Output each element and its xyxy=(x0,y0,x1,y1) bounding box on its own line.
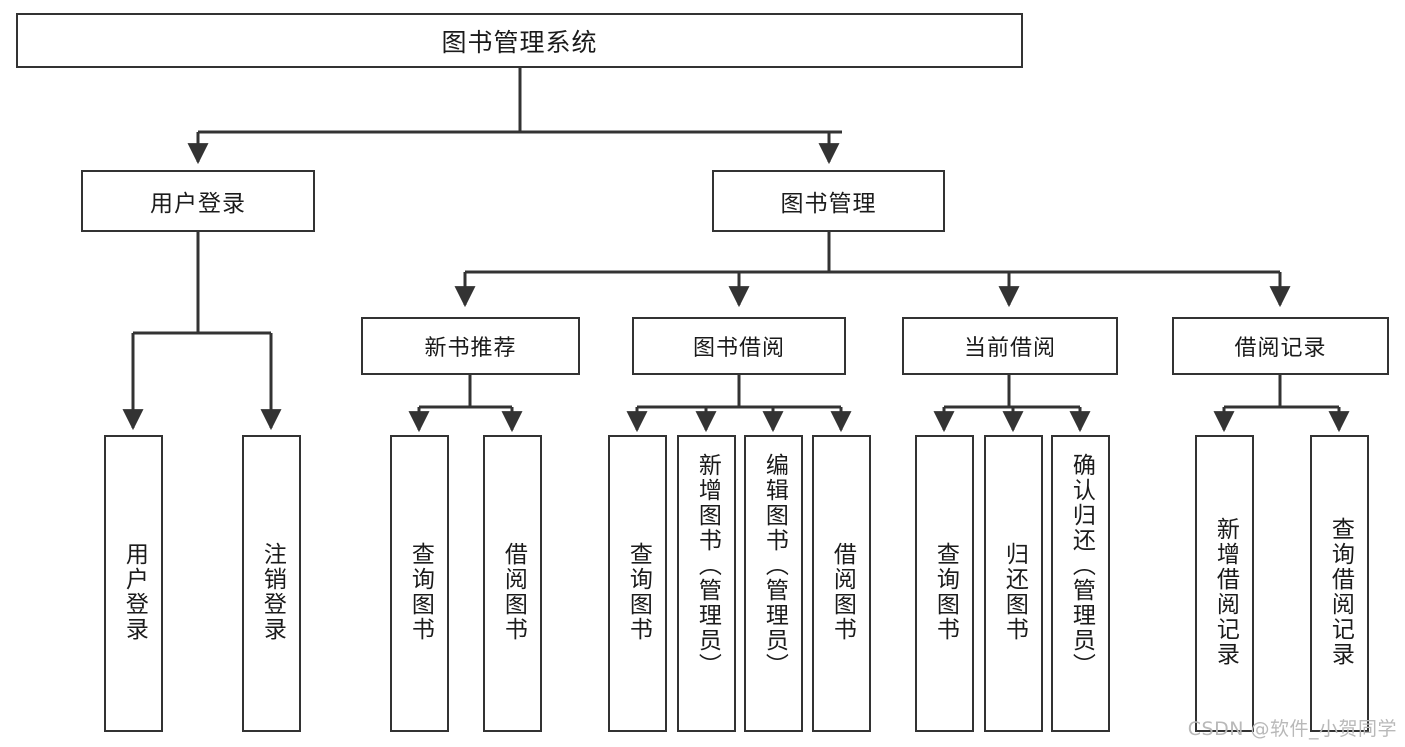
node-book-management[interactable]: 图书管理 xyxy=(712,170,945,232)
leaf-user-login-login[interactable]: 用户登录 xyxy=(104,435,163,732)
leaf-current-confirm-return-admin[interactable]: 确认归还（管理员） xyxy=(1051,435,1110,732)
leaf-record-query-record[interactable]: 查询借阅记录 xyxy=(1310,435,1369,732)
node-label: 图书管理 xyxy=(780,191,877,217)
node-label: 查询图书 xyxy=(625,541,652,642)
node-label: 用户登录 xyxy=(121,541,148,642)
node-label: 借阅图书 xyxy=(829,541,856,642)
node-label: 借阅图书 xyxy=(500,541,527,642)
node-book-borrow[interactable]: 图书借阅 xyxy=(632,317,846,375)
node-label: 新增图书（管理员） xyxy=(694,453,721,678)
leaf-current-return-book[interactable]: 归还图书 xyxy=(984,435,1043,732)
node-label: 图书管理系统 xyxy=(441,27,598,57)
node-label: 图书借阅 xyxy=(692,336,785,361)
leaf-borrow-edit-book-admin[interactable]: 编辑图书（管理员） xyxy=(744,435,803,732)
leaf-recommend-query-book[interactable]: 查询图书 xyxy=(390,435,449,732)
csdn-watermark: CSDN @软件_小贺同学 xyxy=(1187,718,1397,740)
node-label: 查询图书 xyxy=(932,541,959,642)
node-label: 新增借阅记录 xyxy=(1212,516,1239,667)
leaf-recommend-borrow-book[interactable]: 借阅图书 xyxy=(483,435,542,732)
node-current-borrow[interactable]: 当前借阅 xyxy=(902,317,1118,375)
node-label: 查询借阅记录 xyxy=(1327,516,1354,667)
leaf-borrow-borrow-book[interactable]: 借阅图书 xyxy=(812,435,871,732)
node-label: 注销登录 xyxy=(259,541,286,642)
leaf-borrow-add-book-admin[interactable]: 新增图书（管理员） xyxy=(677,435,736,732)
node-label: 编辑图书（管理员） xyxy=(761,453,788,678)
node-borrow-record[interactable]: 借阅记录 xyxy=(1172,317,1389,375)
node-label: 确认归还（管理员） xyxy=(1068,453,1095,678)
node-new-book-recommend[interactable]: 新书推荐 xyxy=(361,317,580,375)
node-label: 借阅记录 xyxy=(1234,336,1327,361)
leaf-user-login-logout[interactable]: 注销登录 xyxy=(242,435,301,732)
leaf-borrow-query-book[interactable]: 查询图书 xyxy=(608,435,667,732)
node-label: 当前借阅 xyxy=(963,336,1056,361)
leaf-record-add-record[interactable]: 新增借阅记录 xyxy=(1195,435,1254,732)
node-root-system[interactable]: 图书管理系统 xyxy=(16,13,1023,68)
node-label: 查询图书 xyxy=(407,541,434,642)
leaf-current-query-book[interactable]: 查询图书 xyxy=(915,435,974,732)
node-user-login[interactable]: 用户登录 xyxy=(81,170,315,232)
node-label: 归还图书 xyxy=(1001,541,1028,642)
node-label: 用户登录 xyxy=(150,191,246,217)
node-label: 新书推荐 xyxy=(424,336,517,361)
